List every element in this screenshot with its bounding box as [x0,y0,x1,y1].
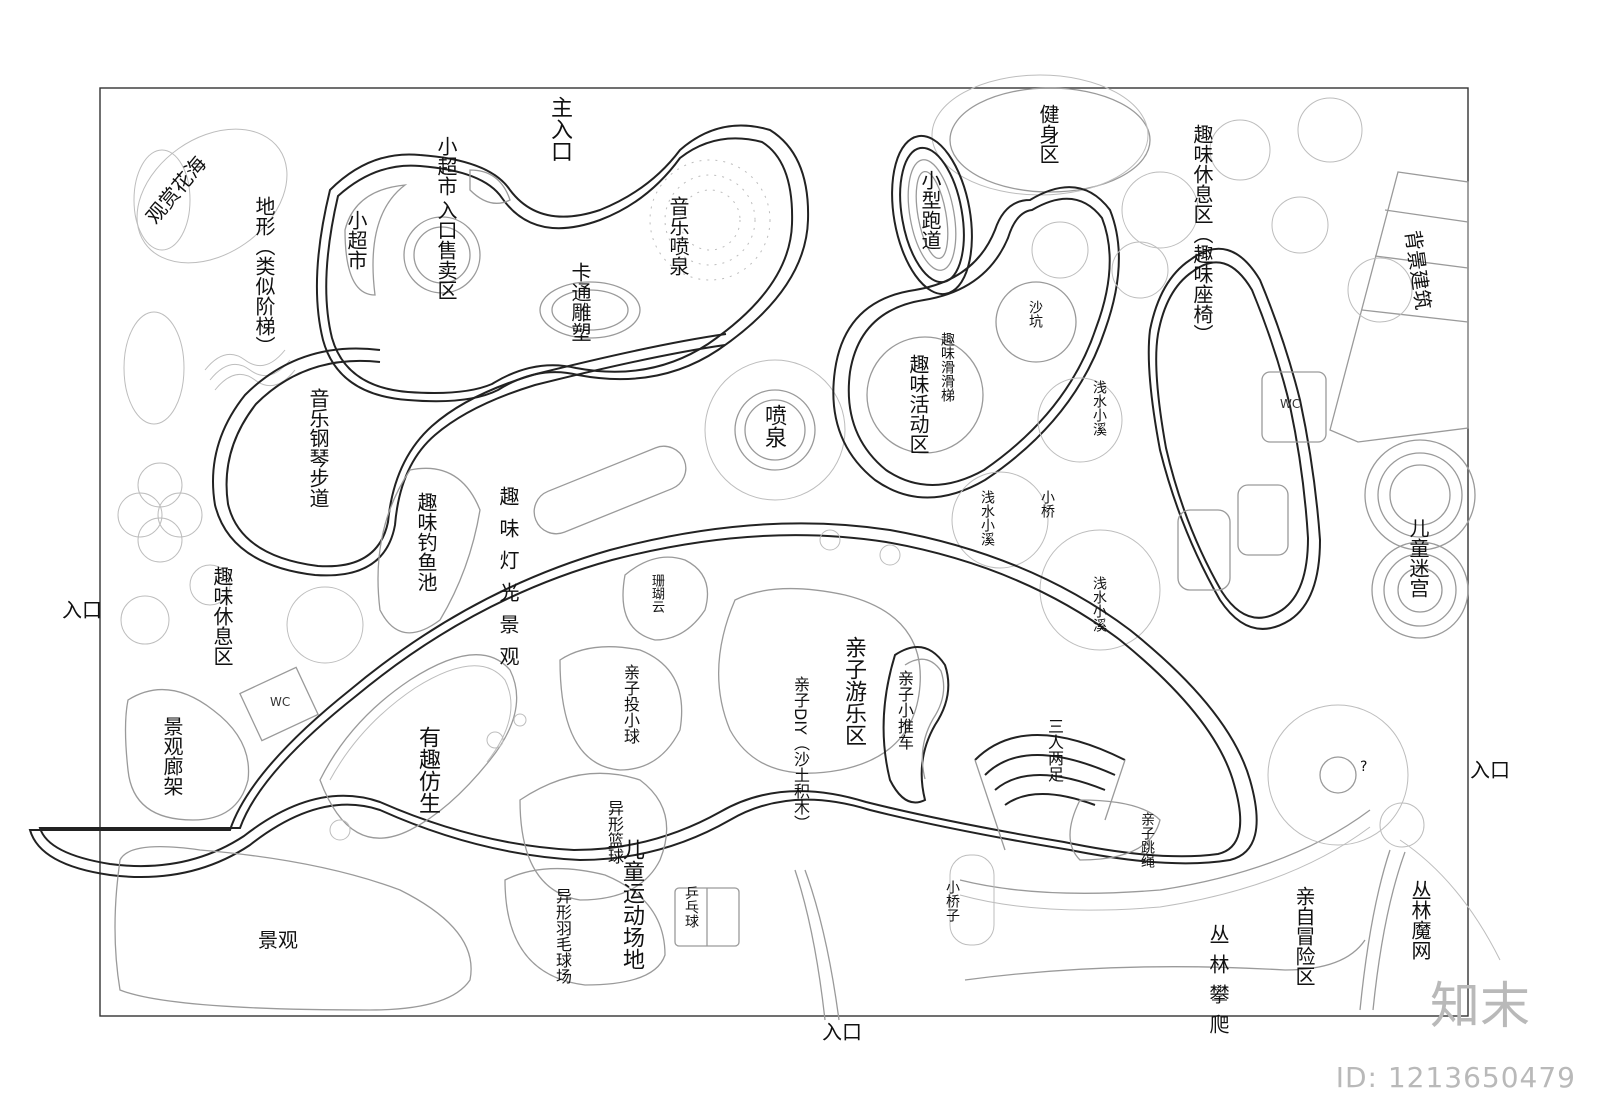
fountain-circles [704,359,846,501]
mini-track-spiral [891,134,973,296]
watermark-logo: 知末 [1430,977,1530,1035]
rest-area-circles [1111,97,1413,323]
site-boundary [99,87,1469,1017]
kids-maze-rings [1364,439,1476,639]
music-fountain-rings [649,159,771,281]
watermark-id: ID: 1213650479 [1335,1061,1576,1094]
background-building-block [1329,171,1469,443]
three-leg-arcs [974,734,1126,851]
clover-plaza [117,462,203,645]
